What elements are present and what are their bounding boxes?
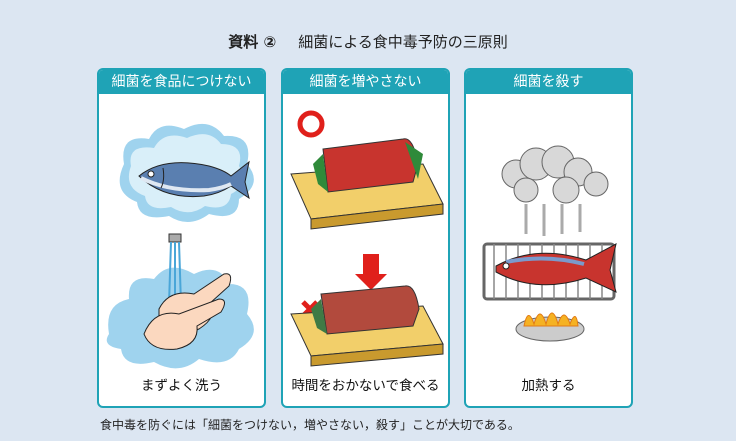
panel-kill: 細菌を殺す 加熱する: [464, 68, 633, 408]
down-arrow-icon: [355, 254, 387, 290]
sashimi-icon: [290, 138, 444, 230]
panel-header: 細菌を食品につけない: [99, 70, 264, 94]
panel-caption: 加熱する: [521, 378, 576, 394]
footnote: 食中毒を防ぐには「細菌をつけない，増やさない，殺す」ことが大切である。: [100, 418, 520, 432]
circle-mark-icon: [297, 110, 325, 138]
panel-caption: まずよく洗う: [141, 378, 222, 394]
title-text: 細菌による食中毒予防の三原則: [298, 33, 508, 51]
page-title: 資料 ② 細菌による食中毒予防の三原則: [0, 31, 736, 52]
steam-icon: [501, 145, 609, 236]
sashimi-icon: [290, 285, 444, 367]
panel-illustration: [290, 110, 444, 367]
panel-illustration: [106, 123, 254, 369]
document-label: 資料 ②: [228, 33, 277, 51]
fish-icon: [119, 123, 254, 223]
panel-no-contact: 細菌を食品につけない まずよく洗う: [97, 68, 266, 408]
washing-hands-icon: [106, 233, 254, 369]
grill-fish-icon: [482, 242, 617, 301]
panel-caption: 時間をおかないで食べる: [291, 378, 440, 394]
panel-header: 細菌を増やさない: [283, 70, 448, 94]
panel-illustration: [482, 145, 617, 342]
panel-no-growth: 細菌を増やさない 時間をおかないで食べる: [281, 68, 450, 408]
flame-icon: [515, 312, 585, 342]
panel-header: 細菌を殺す: [466, 70, 631, 94]
